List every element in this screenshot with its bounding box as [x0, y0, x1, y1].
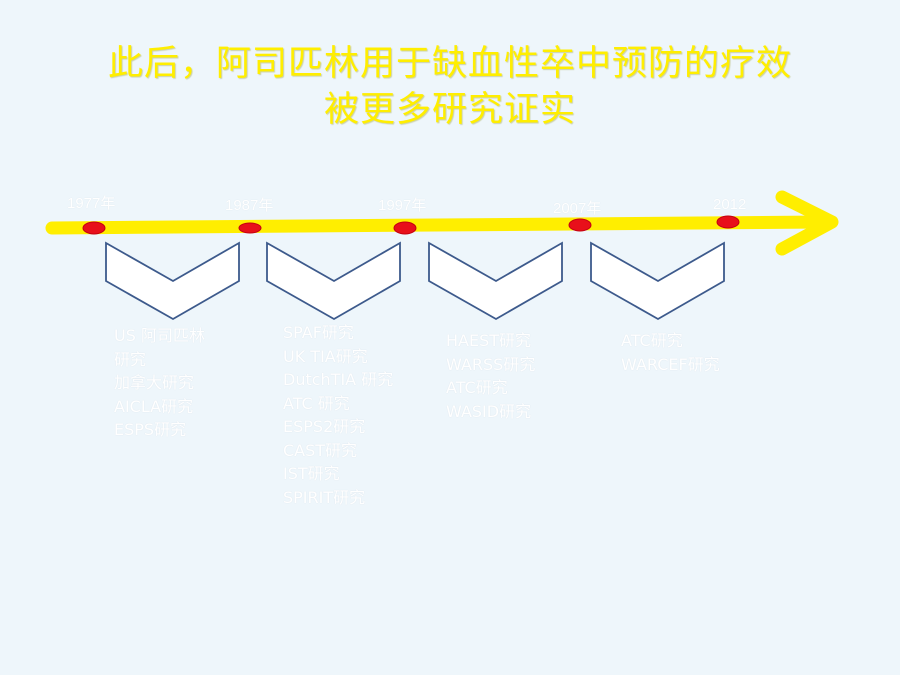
study-list-4: ATC研究 WARCEF研究: [621, 329, 720, 376]
timeline-marker-3: [393, 221, 417, 235]
year-label-1: 1977年: [67, 195, 116, 212]
study-item: WASID研究: [446, 401, 532, 421]
study-item: 加拿大研究: [114, 373, 195, 392]
study-item: IST研究: [283, 464, 340, 483]
chevron-4: [590, 241, 725, 321]
study-list-3: HAEST研究 WARSS研究 ATC研究 WASID研究: [446, 329, 535, 423]
study-item: HAEST研究: [446, 331, 532, 350]
study-item: WARSS研究: [446, 354, 536, 374]
study-item: ATC研究: [446, 378, 508, 397]
study-item: WARCEF研究: [621, 354, 720, 374]
timeline-marker-4: [568, 218, 592, 232]
slide-title-line-1: 此后，阿司匹林用于缺血性卒中预防的疗效: [107, 44, 792, 84]
slide-title-line-2: 被更多研究证实: [323, 90, 576, 130]
chevron-3: [428, 241, 563, 321]
study-item: ESPS研究: [114, 420, 187, 439]
chevron-2: [266, 241, 401, 321]
timeline-marker-5: [716, 215, 740, 229]
study-item: CAST研究: [283, 440, 358, 460]
timeline-marker-2: [238, 222, 262, 234]
study-item: AICLA研究: [114, 396, 194, 416]
study-item: ATC 研究: [283, 393, 350, 413]
study-list-1: US 阿司匹林 研究 加拿大研究 AICLA研究 ESPS研究: [114, 324, 205, 442]
study-item: SPIRIT研究: [283, 487, 366, 507]
study-item: US 阿司匹林: [114, 326, 205, 345]
timeline-arrow-shaft: [45, 215, 829, 235]
year-label-3: 1997年: [378, 197, 427, 214]
study-list-2: SPAF研究 UK TIA研究 DutchTIA 研究 ATC 研究 ESPS2…: [283, 321, 393, 509]
study-item: ESPS2研究: [283, 417, 366, 436]
timeline-arrow-head: [775, 190, 839, 256]
chevron-1: [105, 241, 240, 321]
year-label-2: 1987年: [225, 197, 274, 214]
year-label-4: 2007年: [553, 200, 602, 217]
study-item: UK TIA研究: [283, 346, 368, 366]
timeline-marker-1: [82, 221, 106, 235]
study-item: 研究: [114, 349, 147, 369]
year-label-5: 2012: [713, 196, 747, 213]
study-item: DutchTIA 研究: [283, 370, 394, 389]
study-item: ATC研究: [621, 331, 683, 350]
study-item: SPAF研究: [283, 323, 354, 342]
